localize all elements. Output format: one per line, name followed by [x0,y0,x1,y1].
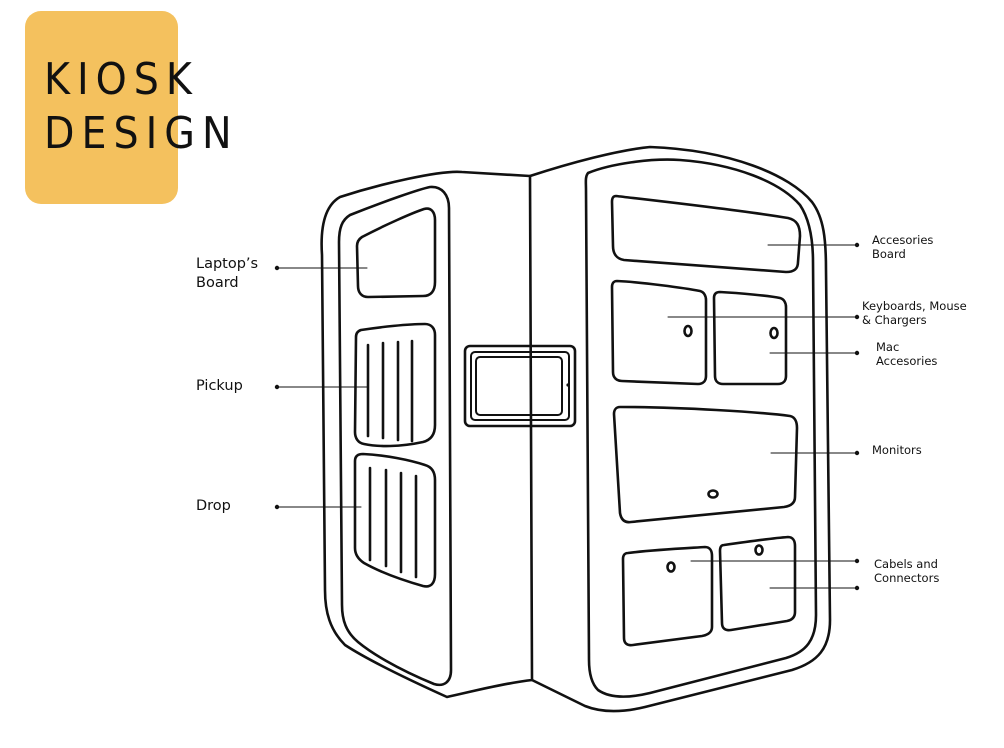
mac-accessories-compartment [712,290,788,386]
pickup-panel [353,322,437,448]
accessories-board-dot [854,242,860,248]
left-leader-dots [274,265,280,510]
laptops-board-panel [355,207,437,299]
monitors-dot [854,450,860,456]
keyboards-label-line-1: Keyboards, Mouse [862,299,967,313]
pickup-dot [274,384,280,390]
right-wing-outer [528,145,832,713]
title-line-1: KIOSK [44,54,199,105]
laptops-board-label-line-2: Board [196,275,239,291]
title-line-2: DESIGN [44,108,239,159]
cables-dot-2 [854,585,860,591]
screen-button [566,383,570,387]
left-wing-outer [320,170,534,699]
keyboards-dot [854,314,860,320]
keyboards-label: Keyboards, Mouse & Chargers [862,299,967,327]
screen-frame [470,351,570,421]
mac-accessories-label-line-1: Mac [876,340,900,354]
center-spine [529,175,533,681]
drop-label: Drop [196,498,231,514]
right-wing-inner [584,158,818,698]
monitors-compartment [612,405,799,524]
mac-accessories-dot [854,350,860,356]
keyboards-label-line-2: & Chargers [862,313,927,327]
mac-accessories-label-line-2: Accesories [876,354,938,368]
pickup-label: Pickup [196,378,243,394]
monitors-label: Monitors [872,443,922,457]
mac-accessories-knob [769,326,779,340]
accessories-board-panel [610,194,802,274]
cables-label-line-1: Cabels and [874,557,938,571]
laptops-board-dot [274,265,280,271]
screen-bezel [463,344,577,428]
drop-panel [353,452,437,588]
cables-label: Cabels and Connectors [874,557,939,585]
left-wing-inner [337,185,453,687]
laptops-board-label-line-1: Laptop’s [196,256,259,272]
cables-compartment-left [621,545,714,647]
cables-dot-1 [854,558,860,564]
drop-dot [274,504,280,510]
mac-accessories-label: Mac Accesories [876,340,937,368]
cables-label-line-2: Connectors [874,571,940,585]
keyboards-knob [683,324,693,338]
right-leaders [667,244,858,589]
screen-display [475,356,563,416]
title-badge [25,11,178,204]
cables-knob-left [666,561,676,573]
accessories-board-label: Accesories Board [872,233,933,261]
cables-compartment-right [718,535,797,632]
cables-knob-right [754,544,764,556]
laptops-board-label: Laptop’s Board [196,255,258,293]
accessories-board-label-line-1: Accesories [872,233,934,247]
keyboards-compartment [610,279,708,386]
accessories-board-label-line-2: Board [872,247,906,261]
left-leaders [276,267,368,508]
monitors-knob [707,489,719,499]
right-leader-dots [854,242,860,591]
